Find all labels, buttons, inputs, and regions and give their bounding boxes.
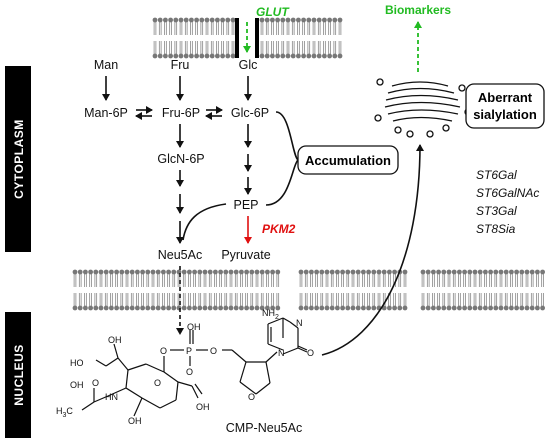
enzyme-st8sia: ST8Sia: [476, 222, 516, 236]
ring-n-top: N: [296, 318, 303, 328]
plasma-membrane-left: [152, 17, 236, 59]
nh2-label: NH2: [262, 308, 279, 321]
nucleus-label-box: NUCLEUS: [5, 312, 31, 438]
sidechain-ho: HO: [70, 358, 84, 368]
fru-label: Fru: [171, 58, 190, 72]
cytoplasm-label: CYTOPLASM: [12, 119, 26, 199]
phosphate-oh: OH: [187, 322, 201, 332]
nuclear-membrane-middle: [298, 269, 408, 311]
biomarkers-label: Biomarkers: [385, 3, 451, 17]
methyl-h3c: H3C: [56, 406, 73, 419]
glut-label: GLUT: [256, 5, 290, 19]
glc-label: Glc: [239, 58, 258, 72]
enzyme-st6gal: ST6Gal: [476, 168, 517, 182]
cytoplasm-label-box: CYTOPLASM: [5, 66, 31, 252]
enzyme-st3gal: ST3Gal: [476, 204, 517, 218]
glut-transporter: [235, 18, 259, 58]
ester-o-left: O: [160, 346, 167, 356]
golgi-apparatus-icon: [374, 78, 472, 138]
aberrant-sialylation-box: Aberrant sialylation: [465, 83, 545, 129]
sidechain-oh-left: OH: [70, 380, 84, 390]
pyruvate-label: Pyruvate: [221, 248, 270, 262]
sialylation-label: sialylation: [473, 107, 537, 122]
ribose-o: O: [248, 392, 255, 402]
accumulation-bracket: [265, 111, 300, 206]
cmp-to-golgi-arrow: [321, 144, 424, 356]
glcn6p-label: GlcN-6P: [157, 152, 204, 166]
nucleus-label: NUCLEUS: [12, 344, 26, 406]
nuclear-membrane-left: [72, 269, 281, 311]
nuclear-membrane-right: [420, 269, 545, 311]
pkm2-label: PKM2: [262, 222, 296, 236]
pep-label: PEP: [233, 198, 258, 212]
phosphate-o: O: [186, 367, 193, 377]
carboxyl-oh: OH: [196, 402, 210, 412]
sidechain-oh-top: OH: [108, 335, 122, 345]
amide-hn: HN: [105, 392, 118, 402]
ester-o-right: O: [210, 346, 217, 356]
cmp-neu5ac-structure: NH2 N N O O O P OH O O OH O OH HO OH HN …: [56, 308, 314, 426]
man-label: Man: [94, 58, 118, 72]
cmp-neu5ac-label: CMP-Neu5Ac: [226, 421, 302, 435]
aberrant-label: Aberrant: [478, 90, 533, 105]
plasma-membrane-right: [259, 17, 343, 59]
enzyme-st6galnac: ST6GalNAc: [476, 186, 539, 200]
reversible-arrows: [135, 106, 223, 120]
accumulation-box: Accumulation: [297, 145, 399, 175]
man6p-label: Man-6P: [84, 106, 128, 120]
ring-n-bottom: N: [278, 348, 285, 358]
ring-oh-bottom: OH: [128, 416, 142, 426]
fru6p-label: Fru-6P: [162, 106, 200, 120]
glc6p-label: Glc-6P: [231, 106, 269, 120]
pathway-arrows: [102, 76, 252, 335]
ring-o: O: [154, 378, 161, 388]
carbonyl-o: O: [307, 348, 314, 358]
cell-membranes: [72, 17, 545, 311]
neu5ac-label: Neu5Ac: [158, 248, 202, 262]
phosphorus-label: P: [186, 346, 192, 356]
amide-o: O: [92, 378, 99, 388]
accumulation-label: Accumulation: [305, 153, 391, 168]
